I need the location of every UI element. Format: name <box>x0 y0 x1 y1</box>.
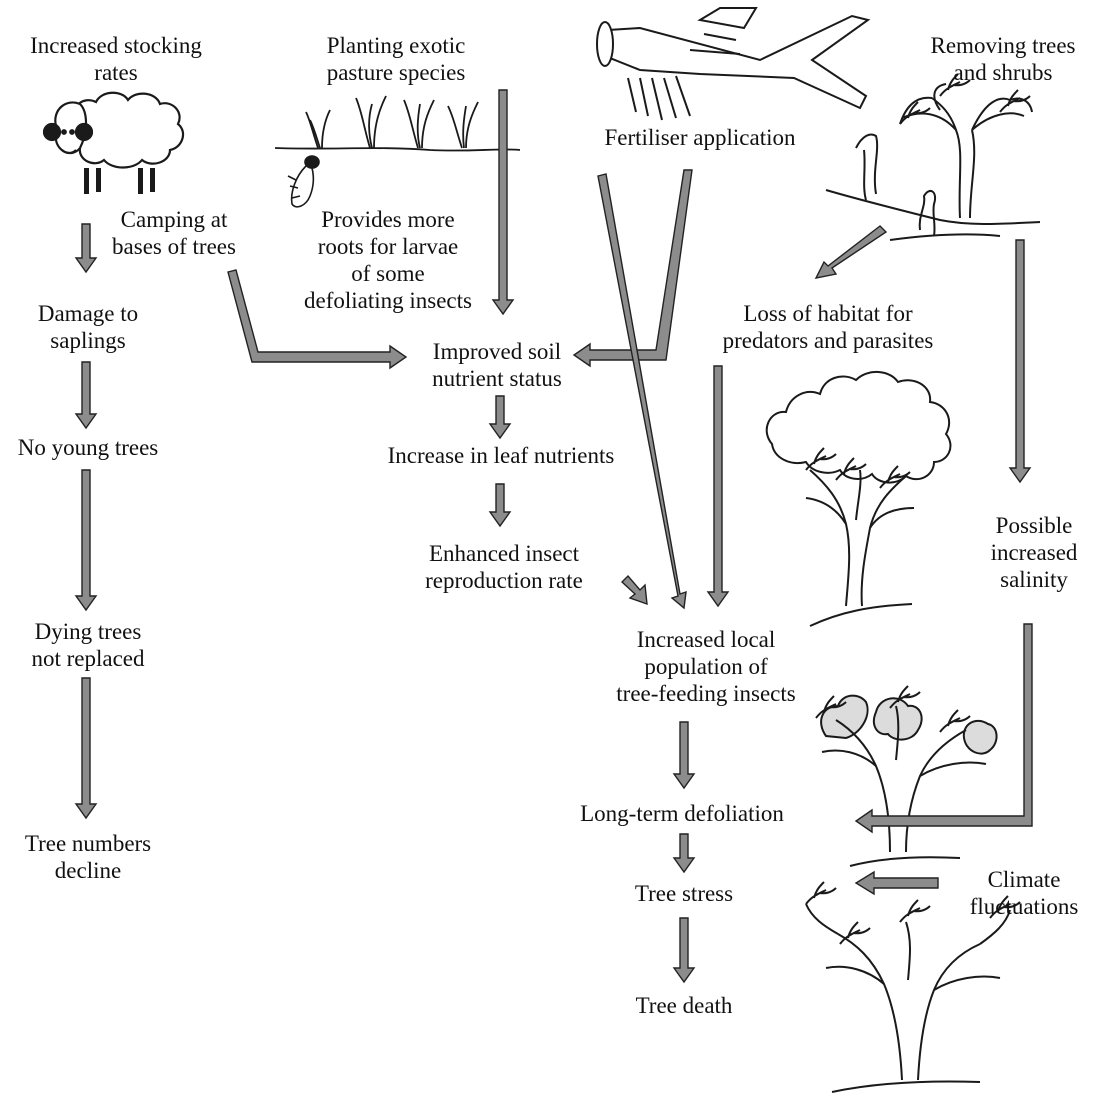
node-text-line: predators and parasites <box>722 328 934 353</box>
node-tree-numbers-decline: Tree numbers decline <box>0 830 176 884</box>
node-text-line: Tree death <box>635 993 733 1018</box>
arrow-loss-to-population <box>706 365 730 608</box>
dead-tree-icon <box>805 881 1021 1093</box>
node-text-line: Increased stocking <box>30 33 202 58</box>
node-climate: Climate fluctuations <box>950 866 1098 920</box>
node-text-line: Enhanced insect <box>428 541 580 566</box>
arrow-removing-to-loss <box>814 225 888 279</box>
node-text-line: saplings <box>50 328 126 353</box>
node-text-line: Long-term defoliation <box>580 801 784 826</box>
node-text-line: Fertiliser application <box>604 125 796 150</box>
node-text-line: roots for larvae <box>317 234 459 259</box>
node-increased-stocking: Increased stocking rates <box>0 32 232 86</box>
node-text-line: increased <box>990 540 1078 565</box>
node-text-line: defoliating insects <box>304 288 472 313</box>
node-text-line: Tree numbers <box>24 831 152 856</box>
node-text-line: Planting exotic <box>326 33 466 58</box>
arrow-planting-to-soil <box>491 89 515 316</box>
node-text-line: Increase in leaf nutrients <box>387 443 615 468</box>
node-text-line: tree-feeding insects <box>616 681 796 706</box>
node-text-line: Possible <box>995 513 1073 538</box>
node-removing-trees: Removing trees and shrubs <box>910 32 1096 86</box>
arrow-removing-to-salinity <box>1008 239 1032 484</box>
node-text-line: fluctuations <box>969 894 1079 919</box>
sheep-icon <box>42 91 185 194</box>
node-fertiliser: Fertiliser application <box>580 124 820 151</box>
arrow-fertiliser-to-population <box>597 173 687 610</box>
larva-icon <box>287 155 320 208</box>
arrow-leaf-to-enhanced <box>488 483 512 528</box>
node-text-line: No young trees <box>17 435 159 460</box>
arrow-camping-to-soil <box>227 269 408 370</box>
node-text-line: Tree stress <box>634 881 734 906</box>
arrow-fertiliser-to-soil <box>572 169 693 368</box>
node-no-young-trees: No young trees <box>0 434 176 461</box>
node-text-line: Climate <box>987 867 1061 892</box>
arrow-population-to-longterm <box>672 721 696 790</box>
node-enhanced-insect: Enhanced insect reproduction rate <box>406 540 602 594</box>
arrow-noyoung-to-dying <box>74 469 98 612</box>
node-text-line: Provides more <box>321 207 455 232</box>
node-camping: Camping at bases of trees <box>96 206 252 260</box>
node-leaf-nutrients: Increase in leaf nutrients <box>356 442 646 469</box>
node-text-line: nutrient status <box>432 366 562 391</box>
arrow-dying-to-decline <box>74 677 98 820</box>
arrow-enhanced-to-population <box>620 574 648 606</box>
defoliated-tree-icon <box>815 685 998 867</box>
node-text-line: Camping at <box>120 207 228 232</box>
node-increased-local: Increased local population of tree-feedi… <box>582 626 830 707</box>
node-improved-soil: Improved soil nutrient status <box>412 338 582 392</box>
node-text-line: population of <box>644 654 768 679</box>
node-text-line: of some <box>351 261 425 286</box>
node-text-line: rates <box>94 60 138 85</box>
node-text-line: Improved soil <box>432 339 562 364</box>
node-text-line: Damage to <box>37 301 139 326</box>
node-text-line: salinity <box>1000 567 1068 592</box>
node-dying-trees: Dying trees not replaced <box>0 618 176 672</box>
node-text-line: pasture species <box>326 60 466 85</box>
node-text-line: Loss of habitat for <box>743 301 913 326</box>
node-possible-salinity: Possible increased salinity <box>970 512 1098 593</box>
pasture-plants-icon <box>274 95 521 152</box>
node-text-line: and shrubs <box>953 60 1053 85</box>
arrow-longterm-to-stress <box>672 833 696 874</box>
arrow-stress-to-death <box>672 917 696 984</box>
node-text-line: decline <box>54 858 122 883</box>
node-tree-stress: Tree stress <box>600 880 768 907</box>
node-tree-death: Tree death <box>600 992 768 1019</box>
arrow-soil-to-leaf <box>488 395 512 440</box>
node-text-line: Dying trees <box>34 619 142 644</box>
airplane-icon <box>596 7 871 121</box>
node-long-term-defoliation: Long-term defoliation <box>550 800 814 827</box>
arrow-salinity-to-longterm <box>854 623 1033 834</box>
node-damage-saplings: Damage to saplings <box>0 300 176 354</box>
node-provides-roots: Provides more roots for larvae of some d… <box>300 206 476 314</box>
node-text-line: reproduction rate <box>425 568 583 593</box>
node-loss-habitat: Loss of habitat for predators and parasi… <box>702 300 954 354</box>
arrow-stocking-to-damage <box>74 223 98 274</box>
node-text-line: bases of trees <box>112 234 236 259</box>
node-text-line: Removing trees <box>930 33 1076 58</box>
arrow-climate-to-stress <box>854 870 939 896</box>
node-text-line: Increased local <box>636 627 776 652</box>
node-planting-exotic: Planting exotic pasture species <box>296 32 496 86</box>
arrows <box>74 89 1033 984</box>
healthy-tree-icon <box>765 371 952 627</box>
arrow-damage-to-noyoung <box>74 361 98 430</box>
node-text-line: not replaced <box>31 646 145 671</box>
cut-trees-icon <box>825 73 1041 241</box>
